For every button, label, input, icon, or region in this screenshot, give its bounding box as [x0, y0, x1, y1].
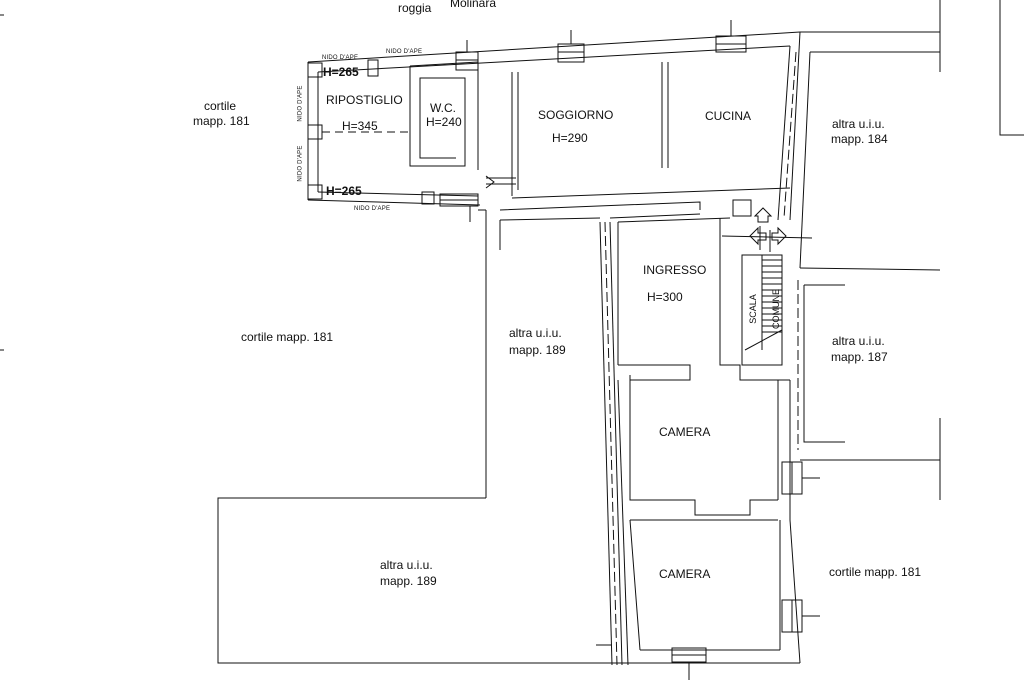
ripostiglio-label: RIPOSTIGLIO	[326, 93, 403, 107]
central-wall-right-2	[617, 379, 629, 666]
pillar-left-mid	[307, 124, 323, 140]
central-wall-dashed	[604, 221, 618, 666]
cortile-bottom-right-label: cortile mapp. 181	[829, 565, 922, 579]
soggiorno-bottom-wall-inner	[511, 187, 791, 199]
central-wall-right	[609, 221, 623, 666]
mapp-187-label: mapp. 187	[831, 350, 888, 364]
soggiorno-label: SOGGIORNO	[538, 108, 614, 122]
left-area-bottom	[217, 497, 800, 664]
right-neighbour-wall	[799, 51, 811, 269]
top-interior-wall	[317, 45, 791, 73]
arrow-up-1	[753, 207, 773, 223]
camera2-left-wall	[629, 519, 641, 651]
molinara-label: Molinara	[450, 0, 497, 10]
central-wall-left	[599, 221, 613, 666]
scala-label: SCALA	[747, 294, 758, 324]
cortile-mid-left-label: cortile mapp. 181	[241, 330, 334, 344]
altra-uiu-189-bottom-label: altra u.i.u.	[380, 558, 433, 572]
arrow-right-1	[771, 226, 787, 246]
ingresso-top-wall	[609, 213, 701, 219]
area-189-top	[499, 217, 601, 221]
windows	[367, 20, 820, 680]
annex-bottom-inner-wall	[317, 191, 479, 197]
cucina-right-wall	[777, 45, 791, 221]
altra-uiu-184-label: altra u.i.u.	[832, 117, 885, 131]
cucina-label: CUCINA	[705, 109, 752, 123]
nido-ape-bottom-label: NIDO D'APE	[354, 206, 391, 212]
mapp-189-mid-label: mapp. 189	[509, 343, 566, 357]
far-right-boundary	[999, 0, 1024, 136]
h345-label: H=345	[342, 119, 378, 133]
nido-ape-left-1-label: NIDO D'APE	[297, 85, 304, 122]
right-neighbour-line-2	[799, 267, 941, 271]
altra-uiu-189-mid-label: altra u.i.u.	[509, 326, 562, 340]
cortile-top-left-label: cortile	[204, 99, 237, 113]
camera1-top-wall	[629, 380, 778, 516]
wc-label: W.C.	[430, 101, 456, 115]
roggia-label: roggia	[398, 1, 432, 15]
soggiorno-bottom-wall	[499, 201, 701, 211]
cucina-right-wall-outer	[789, 31, 801, 221]
camera-1-label: CAMERA	[659, 425, 711, 439]
nido-ape-top-2-label: NIDO D'APE	[386, 49, 423, 55]
area-187-line-top	[803, 285, 845, 443]
pillar-left-top	[307, 62, 323, 78]
wc-walls	[409, 66, 466, 167]
nido-ape-top-1-label: NIDO D'APE	[322, 55, 359, 61]
pillar-left-bottom	[307, 184, 323, 200]
top-exterior-wall	[307, 31, 801, 63]
mapp-184-label: mapp. 184	[831, 132, 888, 146]
mapp-181-top-left-label: mapp. 181	[193, 114, 250, 128]
stair-diagonal	[744, 329, 783, 351]
h265-bottom-label: H=265	[326, 184, 362, 198]
door-symbol-1	[732, 199, 752, 217]
h290-label: H=290	[552, 131, 588, 145]
camera-2-label: CAMERA	[659, 567, 711, 581]
altra-uiu-187-label: altra u.i.u.	[832, 334, 885, 348]
h265-top-label: H=265	[323, 65, 359, 79]
comune-label: COMUNE	[771, 289, 781, 329]
camera2-right-outer	[789, 519, 801, 664]
ingresso-bottom-wall	[618, 364, 691, 381]
annex-bottom-wall	[307, 199, 481, 206]
ingresso-top-wall-inner	[617, 217, 731, 223]
ingresso-label: INGRESSO	[643, 263, 707, 277]
mapp-189-bottom-label: mapp. 189	[380, 574, 437, 588]
nido-ape-left-2-label: NIDO D'APE	[297, 145, 304, 182]
h240-label: H=240	[426, 115, 462, 129]
stair-treads	[762, 259, 782, 333]
h300-label: H=300	[647, 290, 683, 304]
arrow-left-1	[749, 226, 767, 246]
cross-line-1	[721, 235, 813, 239]
ingresso-right-wall	[719, 218, 790, 381]
